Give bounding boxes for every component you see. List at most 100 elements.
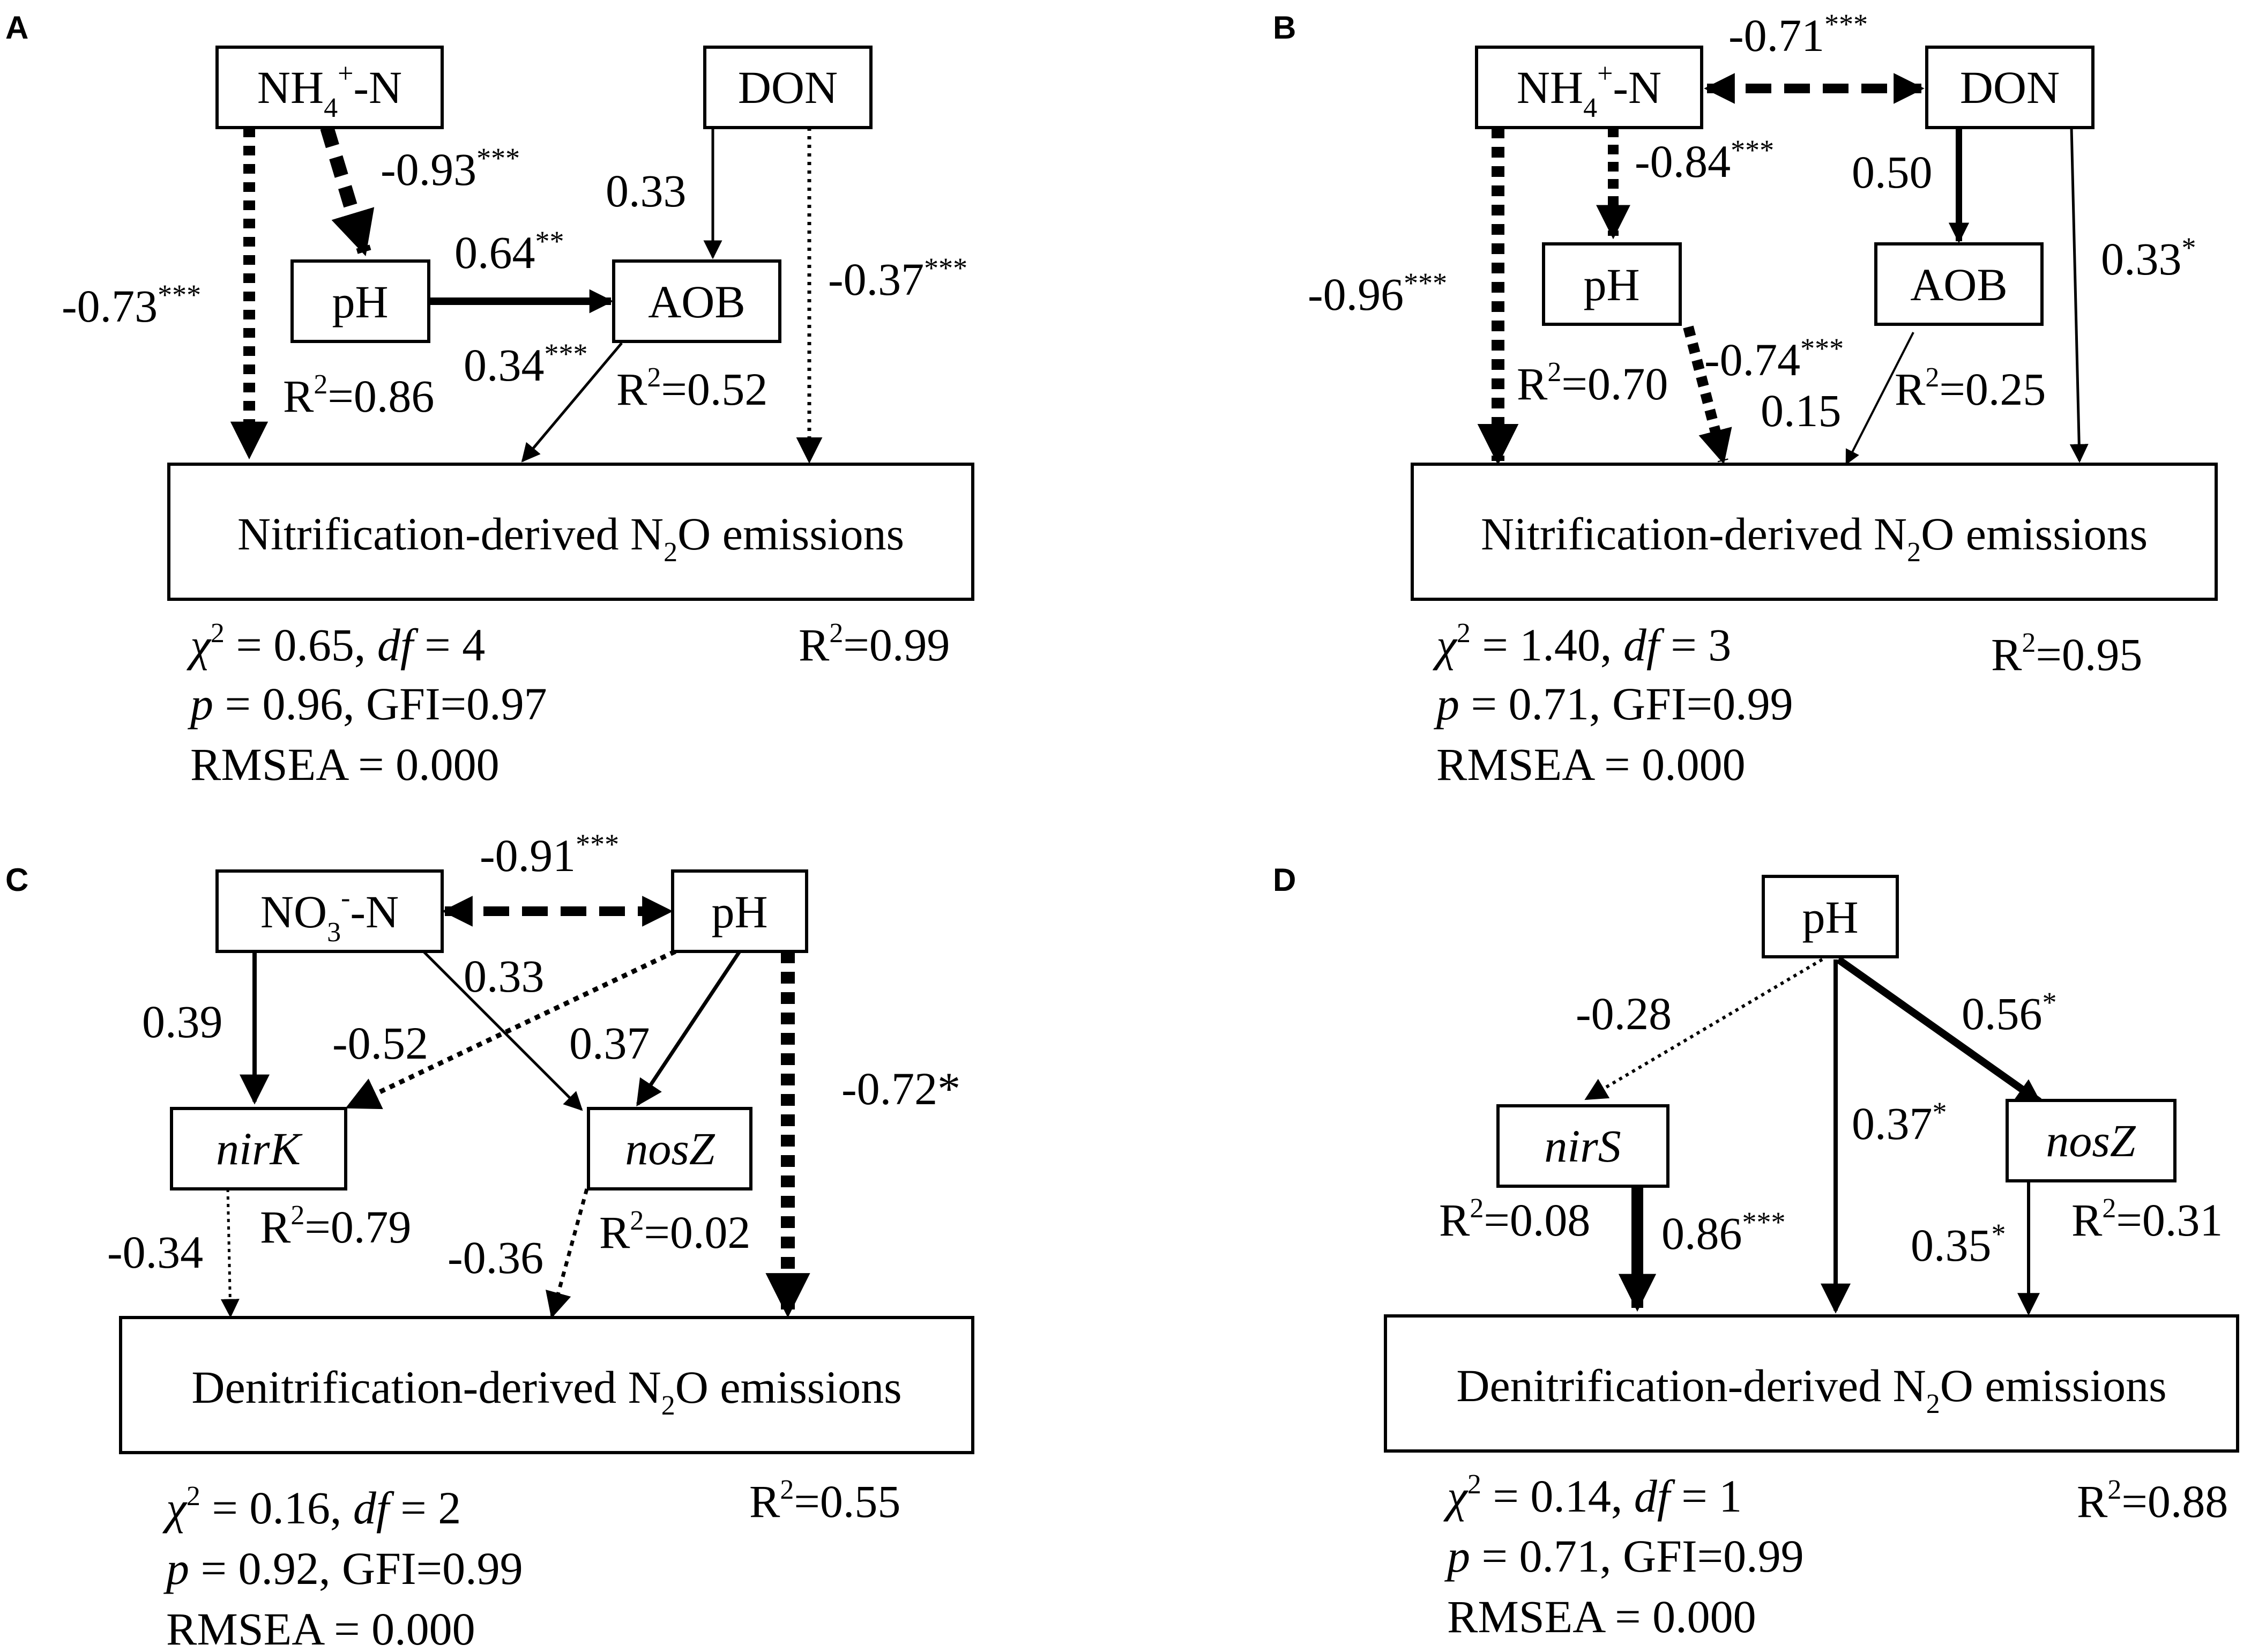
fit-c-chi: χ2 = 0.16, df = 2 bbox=[162, 1481, 461, 1534]
node-b-target bbox=[1411, 463, 2218, 601]
node-b-nh4 bbox=[1475, 46, 1703, 129]
coef-b-aob-target: 0.15 bbox=[1761, 385, 1842, 436]
coef-b-nh4-ph: -0.84*** bbox=[1635, 134, 1774, 187]
fit-c-rmsea: RMSEA = 0.000 bbox=[166, 1603, 475, 1652]
node-b-ph bbox=[1542, 242, 1682, 326]
r2-a-target: R2=0.99 bbox=[799, 618, 950, 671]
node-a-don bbox=[703, 46, 873, 129]
node-d-target bbox=[1384, 1314, 2239, 1453]
node-a-nh4-label: NH4+-N bbox=[257, 58, 402, 123]
arrow-a-aob-target bbox=[521, 342, 623, 463]
r2-c-nosz: R2=0.02 bbox=[599, 1205, 750, 1258]
coef-c-ph-nirk: -0.52 bbox=[332, 1017, 428, 1069]
r2-d-nirs: R2=0.08 bbox=[1439, 1193, 1590, 1246]
coef-a-nh4-ph: -0.93*** bbox=[381, 142, 520, 195]
node-b-don-label: DON bbox=[1960, 62, 2060, 113]
r2-a-ph: R2=0.86 bbox=[283, 369, 434, 422]
coef-d-ph-target: 0.37* bbox=[1852, 1096, 1947, 1149]
fit-d-p: p = 0.71, GFI=0.99 bbox=[1444, 1530, 1804, 1582]
panel-c-arrows bbox=[220, 896, 810, 1319]
coef-a-don-target: -0.37*** bbox=[828, 252, 967, 305]
fit-b-chi: χ2 = 1.40, df = 3 bbox=[1433, 618, 1731, 671]
node-c-nosz bbox=[587, 1107, 752, 1190]
fit-c-p: p = 0.92, GFI=0.99 bbox=[163, 1543, 523, 1594]
node-c-ph-label: pH bbox=[711, 886, 767, 937]
r2-a-aob: R2=0.52 bbox=[616, 362, 767, 415]
coef-b-nh4-don: -0.71*** bbox=[1728, 8, 1868, 61]
fit-d-rmsea: RMSEA = 0.000 bbox=[1447, 1591, 1756, 1642]
panel-letter-a: A bbox=[5, 10, 28, 46]
node-d-target-label: Denitrification-derived N2O emissions bbox=[1456, 1360, 2166, 1419]
node-a-don-label: DON bbox=[738, 62, 838, 113]
r2-b-ph: R2=0.70 bbox=[1517, 357, 1668, 410]
fit-b-rmsea: RMSEA = 0.000 bbox=[1436, 739, 1746, 790]
panel-letter-b: B bbox=[1273, 10, 1296, 46]
arrow-d-ph-nirs bbox=[1584, 958, 1823, 1100]
arrow-c-nirk-target bbox=[220, 1188, 240, 1318]
fit-a-chi: χ2 = 0.65, df = 4 bbox=[187, 618, 485, 671]
r2-b-target: R2=0.95 bbox=[1991, 628, 2142, 680]
panel-a-arrows bbox=[230, 125, 823, 464]
coef-c-nosz-target: -0.36 bbox=[448, 1232, 543, 1283]
panel-d-arrows bbox=[1584, 956, 2042, 1316]
node-d-nosz bbox=[2006, 1099, 2177, 1182]
arrow-c-ph-nirk bbox=[345, 949, 676, 1110]
node-c-no3 bbox=[215, 869, 444, 953]
node-c-nirk bbox=[170, 1107, 347, 1190]
node-a-target bbox=[167, 463, 974, 601]
fit-d-chi: χ2 = 0.14, df = 1 bbox=[1443, 1469, 1742, 1522]
panel-d: D pH nirS nosZ Denitrification-derived N… bbox=[1273, 862, 2239, 1642]
r2-d-nosz: R2=0.31 bbox=[2071, 1193, 2223, 1246]
coef-b-don-target: 0.33* bbox=[2101, 232, 2196, 285]
node-b-nh4-label: NH4+-N bbox=[1517, 58, 1661, 123]
coef-d-ph-nirs: -0.28 bbox=[1576, 988, 1672, 1039]
r2-d-target: R2=0.88 bbox=[2077, 1475, 2228, 1527]
panel-a: A NH4+-N DON pH AOB Nitrification-derive… bbox=[5, 10, 974, 790]
coef-c-ph-nosz: 0.37 bbox=[569, 1017, 650, 1069]
node-c-nosz-label: nosZ bbox=[625, 1123, 715, 1174]
coef-a-aob-target: 0.34*** bbox=[464, 338, 588, 391]
panel-letter-d: D bbox=[1273, 862, 1296, 898]
node-c-target-label: Denitrification-derived N2O emissions bbox=[191, 1361, 901, 1421]
node-d-nirs-label: nirS bbox=[1544, 1120, 1621, 1172]
coef-a-ph-aob: 0.64** bbox=[454, 225, 564, 278]
arrow-c-nosz-target bbox=[546, 1188, 589, 1319]
node-d-ph-label: pH bbox=[1802, 891, 1858, 943]
coef-b-nh4-target: -0.96*** bbox=[1308, 267, 1447, 320]
node-d-ph bbox=[1762, 875, 1899, 958]
r2-c-nirk: R2=0.79 bbox=[260, 1200, 411, 1253]
node-c-nirk-label: nirK bbox=[216, 1123, 303, 1174]
coef-c-ph-target: -0.72* bbox=[841, 1063, 960, 1114]
coef-a-nh4-target: -0.73*** bbox=[62, 279, 201, 332]
panel-b: B NH4+-N DON pH AOB Nitrification-derive… bbox=[1273, 8, 2218, 790]
node-a-aob bbox=[612, 259, 781, 343]
node-c-no3-label: NO3--N bbox=[260, 883, 399, 948]
coef-c-no3-ph: -0.91*** bbox=[480, 828, 619, 881]
node-b-aob bbox=[1874, 242, 2044, 326]
panel-c: C NO3--N pH nirK nosZ Denitrification-de… bbox=[5, 828, 974, 1652]
node-b-ph-label: pH bbox=[1583, 259, 1639, 310]
coef-d-nosz-target: 0.35* bbox=[1911, 1218, 2006, 1271]
node-b-target-label: Nitrification-derived N2O emissions bbox=[1481, 508, 2148, 568]
arrow-c-ph-nosz bbox=[636, 950, 741, 1107]
coef-d-nirs-target: 0.86*** bbox=[1661, 1206, 1786, 1259]
node-d-nosz-label: nosZ bbox=[2046, 1115, 2136, 1166]
node-a-aob-label: AOB bbox=[648, 276, 746, 328]
fit-b-p: p = 0.71, GFI=0.99 bbox=[1433, 678, 1793, 730]
node-a-nh4 bbox=[215, 46, 444, 129]
coef-b-don-aob: 0.50 bbox=[1852, 146, 1933, 198]
fit-a-p: p = 0.96, GFI=0.97 bbox=[187, 678, 547, 730]
node-a-ph-label: pH bbox=[332, 276, 388, 328]
node-a-target-label: Nitrification-derived N2O emissions bbox=[237, 508, 904, 568]
coef-c-no3-nosz: 0.33 bbox=[464, 950, 545, 1002]
node-c-target bbox=[119, 1316, 974, 1454]
coef-c-no3-nirk: 0.39 bbox=[142, 996, 223, 1047]
coef-c-nirk-target: -0.34 bbox=[107, 1226, 203, 1278]
node-b-don bbox=[1925, 46, 2095, 129]
fit-a-rmsea: RMSEA = 0.000 bbox=[190, 739, 500, 790]
panel-letter-c: C bbox=[5, 862, 28, 898]
coef-d-ph-nosz: 0.56* bbox=[1962, 986, 2057, 1039]
coef-b-ph-target: -0.74*** bbox=[1704, 332, 1844, 385]
arrow-c-no3-nosz bbox=[422, 950, 583, 1111]
